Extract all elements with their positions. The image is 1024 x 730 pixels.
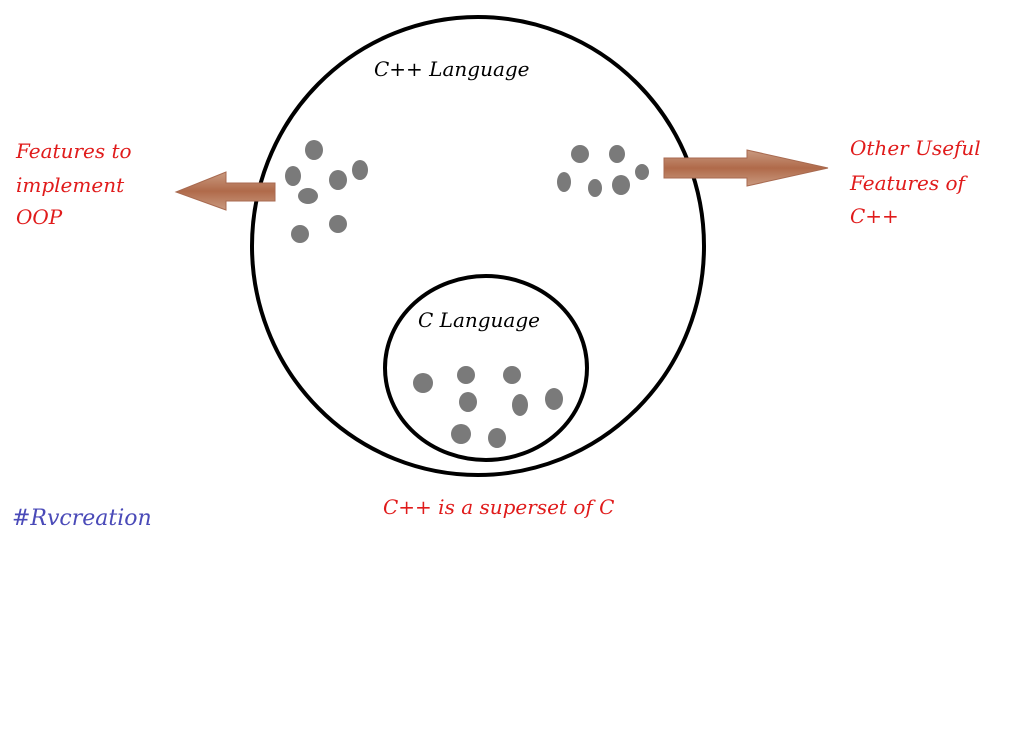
feature-dot: [488, 428, 506, 448]
feature-dot: [503, 366, 521, 384]
feature-dot: [609, 145, 625, 163]
annotation-line: OOP: [16, 205, 63, 229]
feature-dot: [285, 166, 301, 186]
feature-dot: [305, 140, 323, 160]
feature-dot: [329, 215, 347, 233]
cpp-language-label: C++ Language: [374, 57, 530, 81]
annotation-line: implement: [16, 173, 125, 197]
feature-dot: [545, 388, 563, 410]
c-features-dots: [413, 366, 563, 448]
feature-dot: [612, 175, 630, 195]
left-arrow: [174, 171, 276, 211]
oop-features-dots: [285, 140, 368, 243]
other-features-annotation: Other Useful Features of C++: [849, 136, 981, 228]
watermark-text: #Rvcreation: [12, 506, 152, 531]
annotation-line: Features of: [849, 171, 969, 195]
annotation-line: Other Useful: [850, 136, 981, 160]
superset-caption: C++ is a superset of C: [383, 495, 614, 519]
feature-dot: [329, 170, 347, 190]
feature-dot: [352, 160, 368, 180]
feature-dot: [557, 172, 571, 192]
annotation-line: Features to: [15, 139, 132, 163]
oop-features-annotation: Features to implement OOP: [15, 139, 132, 229]
feature-dot: [457, 366, 475, 384]
feature-dot: [298, 188, 318, 204]
feature-dot: [451, 424, 471, 444]
annotation-line: C++: [850, 204, 899, 228]
feature-dot: [291, 225, 309, 243]
feature-dot: [588, 179, 602, 197]
feature-dot: [571, 145, 589, 163]
cpp-language-circle: [250, 15, 706, 477]
feature-dot: [459, 392, 477, 412]
other-features-dots: [557, 145, 649, 197]
feature-dot: [512, 394, 528, 416]
feature-dot: [635, 164, 649, 180]
c-language-label: C Language: [418, 308, 540, 332]
right-arrow: [663, 149, 829, 187]
c-language-circle: [383, 274, 589, 462]
feature-dot: [413, 373, 433, 393]
